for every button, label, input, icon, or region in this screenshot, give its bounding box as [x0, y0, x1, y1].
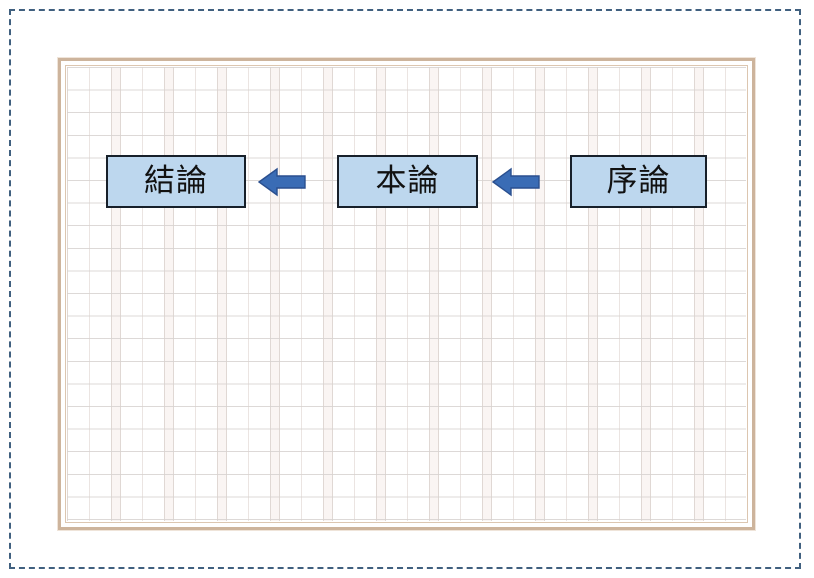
manuscript-paper-inner-frame	[65, 65, 748, 523]
manuscript-paper-grid	[67, 67, 746, 521]
dashed-selection-border[interactable]	[9, 9, 801, 569]
manuscript-paper[interactable]	[58, 58, 755, 530]
flow-node-introduction[interactable]: 序論	[570, 155, 707, 208]
flow-arrow-left-intro-to-main[interactable]	[492, 165, 540, 199]
flow-node-main-argument[interactable]: 本論	[337, 155, 478, 208]
flow-node-conclusion[interactable]: 結論	[106, 155, 246, 208]
flow-arrow-left-main-to-conclusion[interactable]	[258, 165, 306, 199]
